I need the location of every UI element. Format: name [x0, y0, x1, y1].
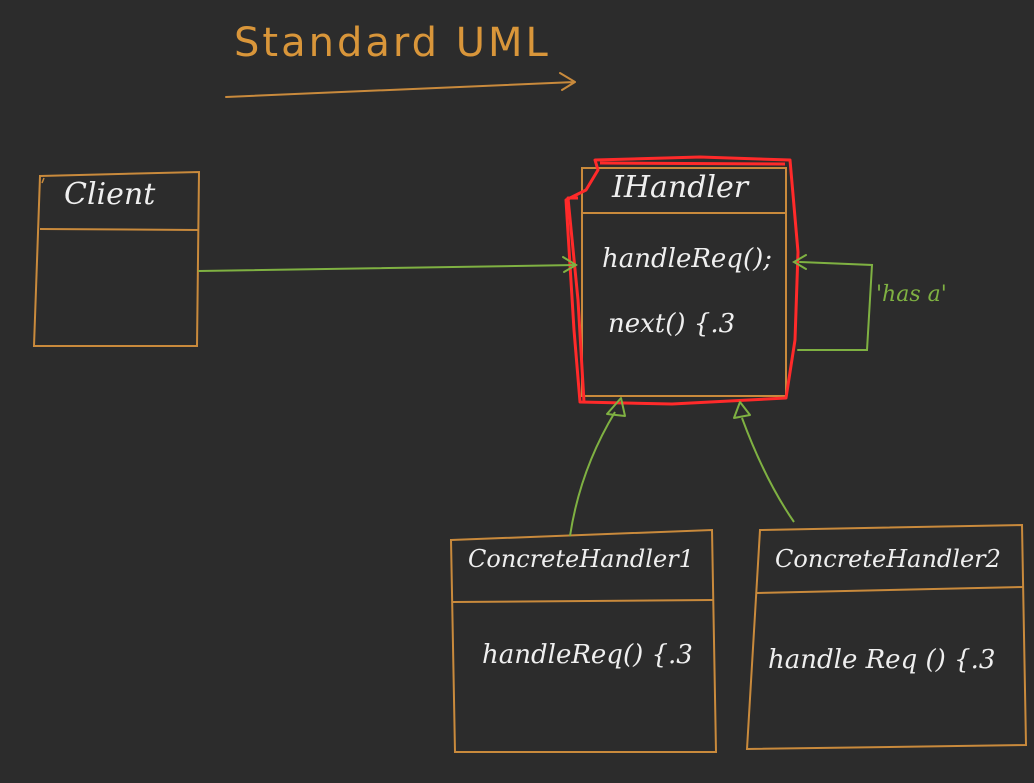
concrete-handler2-class-name: ConcreteHandler2: [775, 545, 1001, 573]
ihandler-highlight-outline: [564, 155, 800, 406]
ihandler-class-box: [581, 167, 787, 397]
diagram-title: Standard UML: [234, 20, 551, 66]
ihandler-member-next: next() {.3: [608, 309, 736, 339]
self-association-loop: [792, 254, 874, 351]
concrete-handler1-class-box: [449, 528, 718, 753]
client-class-name: Client: [64, 177, 156, 212]
ihandler-member-handlereq: handleReq();: [602, 244, 772, 274]
client-class-box: [32, 170, 201, 347]
concrete2-inheritance-arrow: [733, 401, 795, 523]
concrete-handler2-member-handlereq: handle Req () {.3: [768, 645, 996, 675]
client-to-ihandler-arrow: [198, 256, 578, 273]
title-underline-arrow: [225, 72, 576, 98]
ihandler-class-name: IHandler: [612, 170, 749, 205]
concrete-handler2-class-box: [745, 523, 1028, 751]
concrete-handler1-class-name: ConcreteHandler1: [468, 545, 694, 573]
has-a-label: 'has a': [876, 282, 947, 307]
concrete1-inheritance-arrow: [569, 397, 626, 537]
concrete-handler1-member-handlereq: handleReq() {.3: [482, 640, 693, 670]
